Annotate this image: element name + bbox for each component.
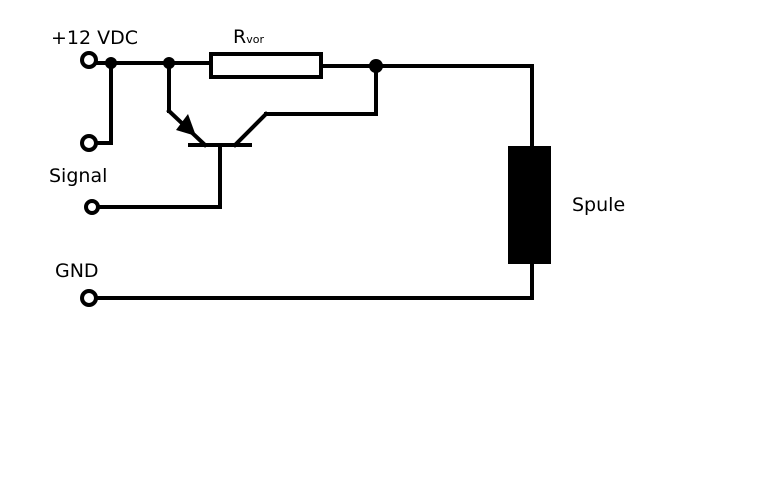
terminal-supply [80, 51, 98, 69]
transistor-arrow-icon [176, 114, 196, 136]
junction-emitter-dot [163, 57, 175, 69]
coil-spule [508, 146, 551, 264]
terminal-signal [84, 199, 100, 215]
resistor-label-main: R [233, 26, 247, 48]
resistor-label: Rvor [233, 28, 264, 47]
transistor-collector [232, 111, 269, 148]
supply-label: +12 VDC [51, 27, 139, 49]
gnd-label: GND [55, 260, 99, 282]
junction-collector-dot [369, 59, 383, 73]
resistor-rvor [209, 52, 323, 79]
terminal-gnd [80, 289, 98, 307]
signal-label: Signal [49, 165, 108, 187]
junction-supply-dot [105, 57, 117, 69]
resistor-label-sub: vor [246, 33, 264, 46]
terminal-signal-upper [80, 134, 98, 152]
coil-label: Spule [572, 194, 626, 216]
